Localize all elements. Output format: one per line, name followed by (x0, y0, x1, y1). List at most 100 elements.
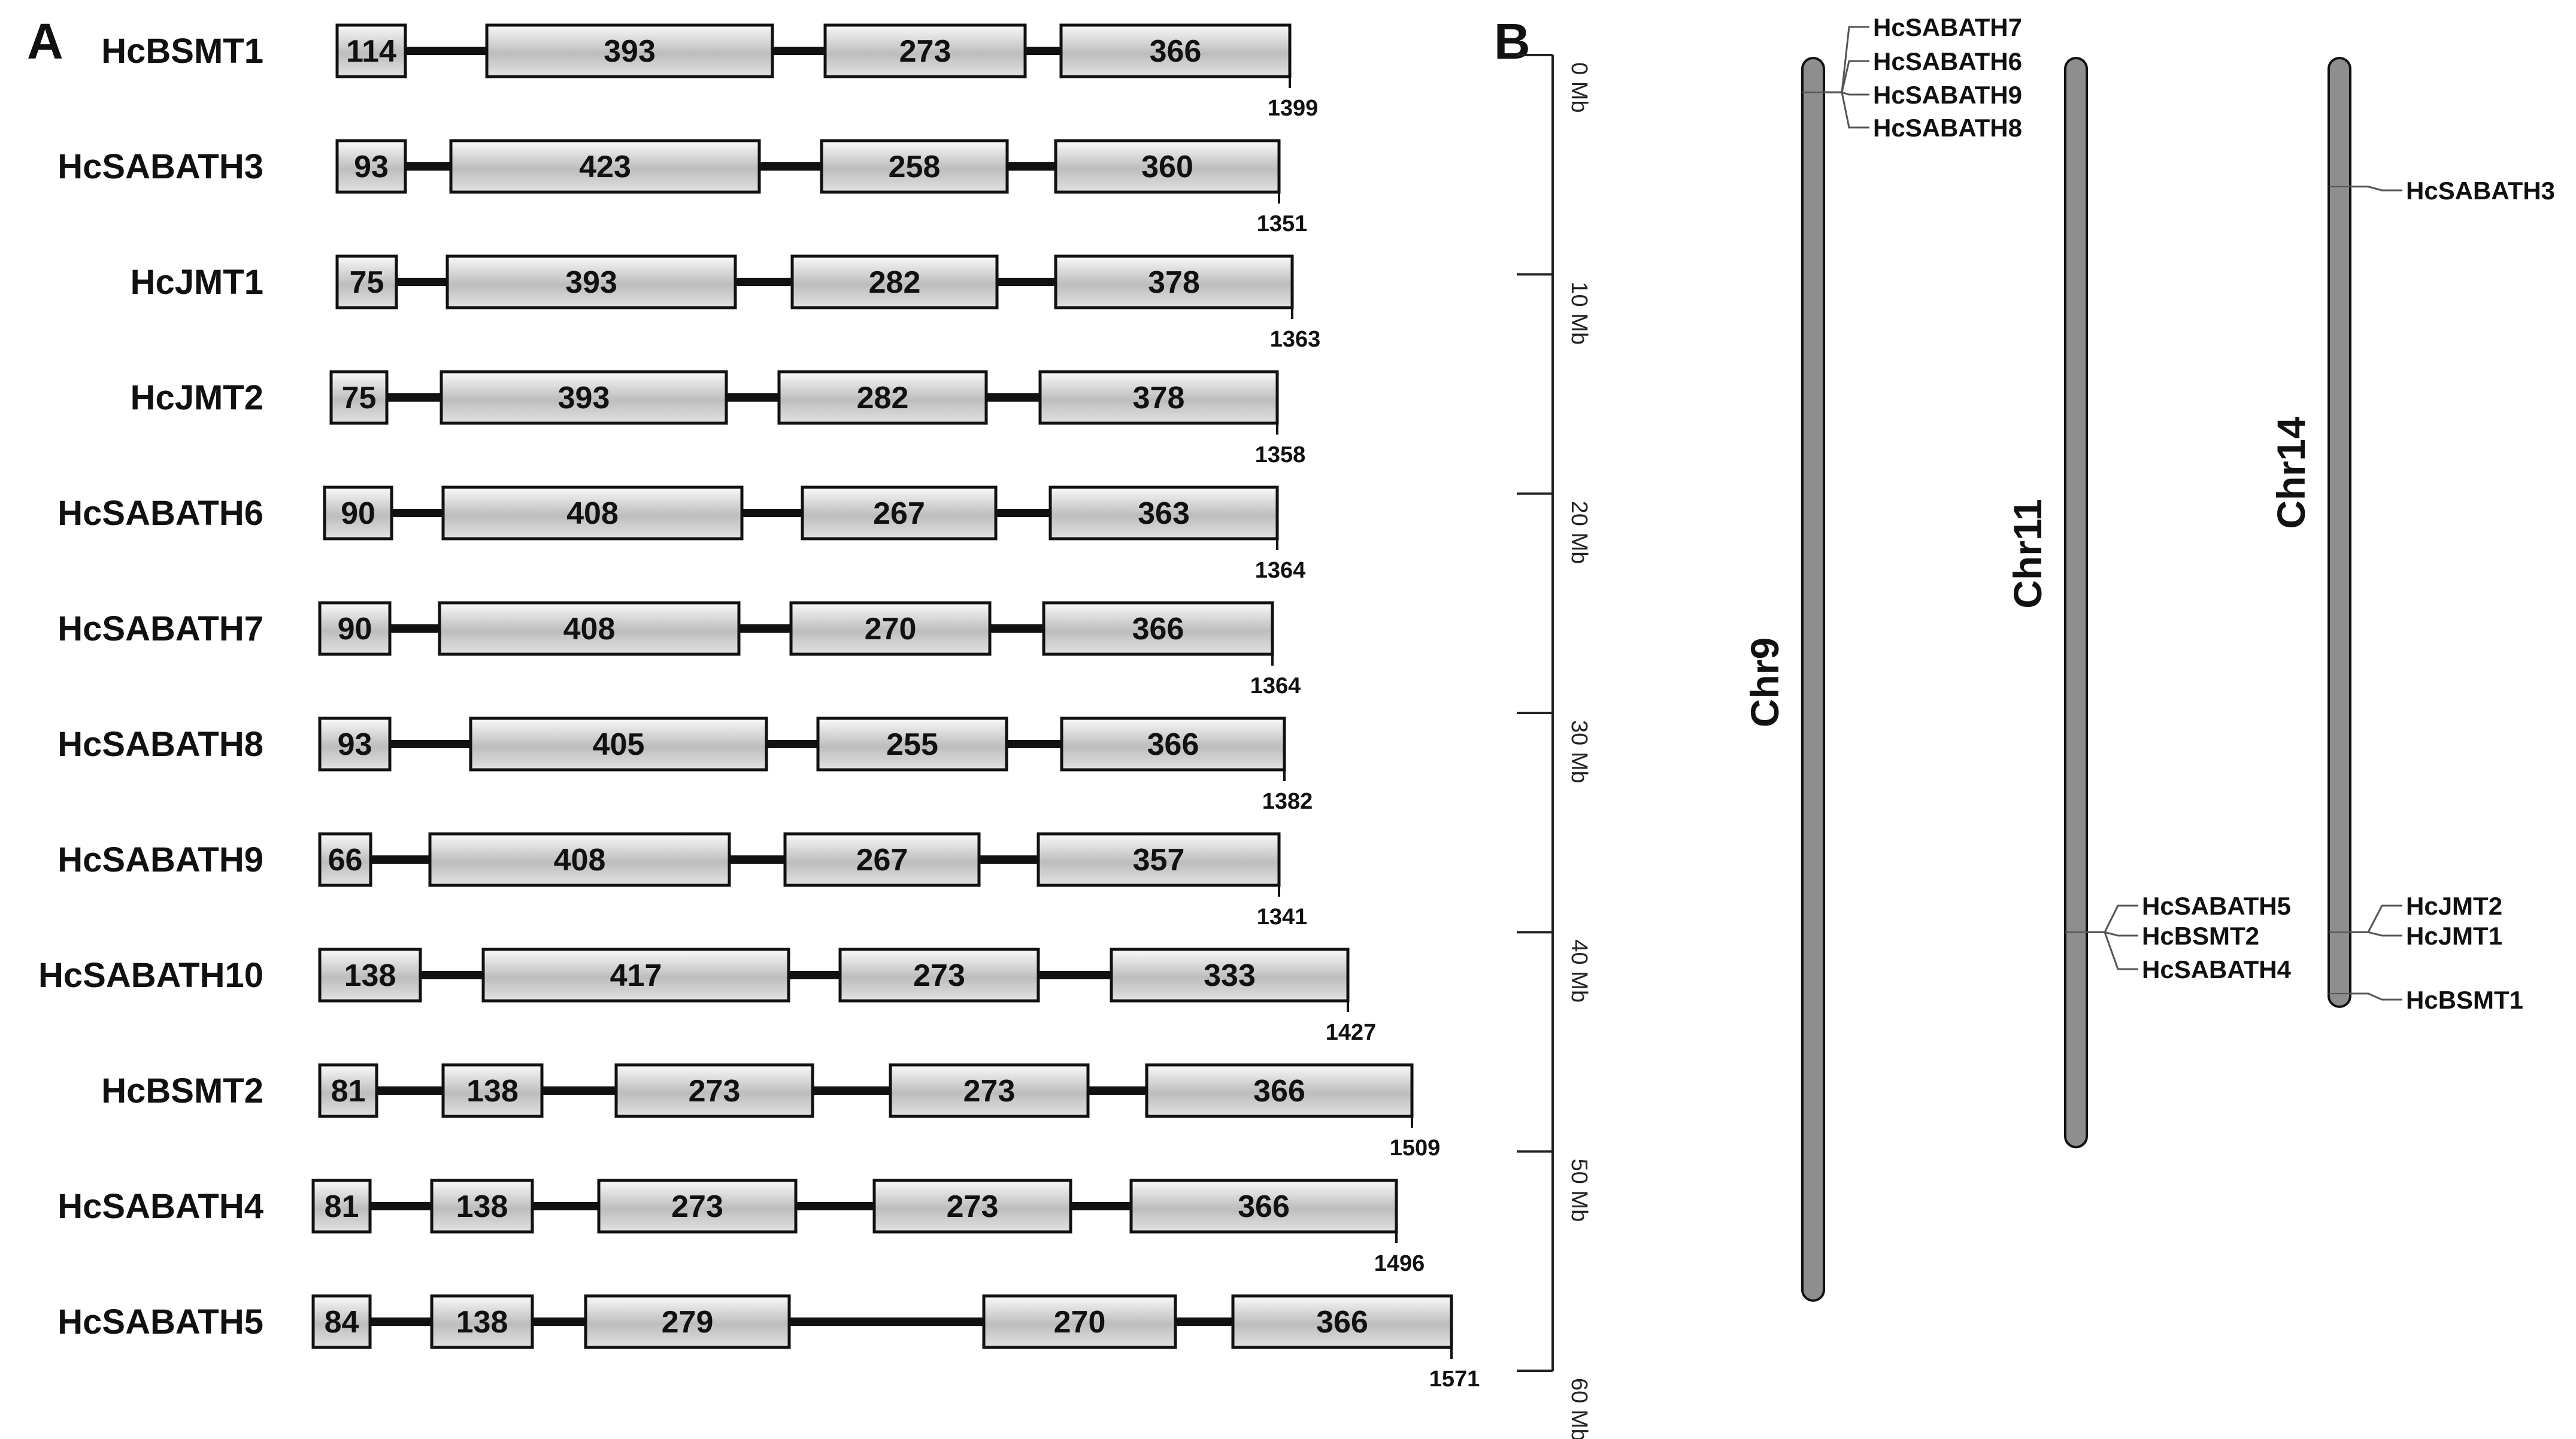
scale-tick-label: 60 Mb (1566, 1378, 1592, 1439)
gene-leader-line (1824, 60, 1869, 93)
exon-box (329, 370, 389, 425)
exon-length-label: 378 (1133, 381, 1185, 415)
exon-length-label: 93 (338, 727, 372, 762)
exon-length-label: 66 (328, 843, 363, 878)
gene-locus-label: HcSABATH3 (2406, 177, 2555, 205)
exon-box (1110, 948, 1350, 1003)
exon-box (318, 717, 392, 772)
gene-locus-label: HcSABATH6 (1873, 47, 2022, 75)
gene-name: HcBSMT1 (101, 32, 263, 71)
gene-name: HcSABATH7 (57, 609, 263, 648)
gene-leader-line (1824, 91, 1869, 129)
scale-tick-label: 0 Mb (1566, 62, 1592, 113)
exon-box (801, 485, 998, 541)
exon-length-label: 75 (350, 265, 384, 300)
exon-length-label: 270 (1054, 1305, 1106, 1340)
exon-length-label: 273 (671, 1189, 723, 1224)
chromosome-bar (2064, 57, 2088, 1149)
exon-length-label: 273 (963, 1074, 1016, 1109)
gene-name: HcSABATH3 (57, 147, 263, 186)
exon-length-label: 267 (856, 843, 908, 878)
exon-length-label: 138 (456, 1189, 508, 1224)
exon-box (318, 601, 392, 656)
panel-label-b: B (1494, 13, 1531, 69)
exon-box (838, 948, 1040, 1003)
gene-locus-label: HcBSMT2 (2142, 922, 2259, 950)
exon-box (783, 832, 981, 887)
gene-name: HcSABATH6 (57, 494, 263, 533)
exon-length-label: 366 (1238, 1189, 1290, 1224)
exon-length-label: 90 (338, 612, 372, 646)
total-length-label: 1364 (1255, 558, 1306, 583)
gene-leader-line (2087, 931, 2138, 970)
exon-box (446, 254, 737, 309)
exon-box (1054, 139, 1281, 194)
exon-box (1060, 717, 1286, 772)
exon-length-label: 393 (558, 381, 610, 415)
gene-name: HcJMT2 (131, 378, 263, 417)
gene-name: HcSABATH8 (57, 725, 263, 764)
total-length-label: 1509 (1390, 1136, 1441, 1161)
gene-locus-label: HcJMT1 (2406, 922, 2502, 950)
exon-box (335, 254, 398, 309)
exon-box (1042, 601, 1274, 656)
exon-length-label: 366 (1253, 1074, 1305, 1109)
exon-length-label: 393 (604, 34, 656, 69)
total-length-label: 1341 (1257, 904, 1308, 930)
exon-length-label: 423 (579, 150, 631, 184)
exon-box (469, 717, 768, 772)
exon-box (438, 601, 741, 656)
exon-length-label: 84 (325, 1305, 359, 1340)
gene-leader-line (1824, 26, 1869, 93)
exon-length-label: 273 (913, 958, 965, 993)
exon-box (1038, 370, 1279, 425)
exon-length-label: 282 (857, 381, 909, 415)
exon-box (982, 1294, 1177, 1349)
exon-box (820, 139, 1009, 194)
total-length-label: 1363 (1270, 327, 1321, 352)
exon-box (481, 948, 790, 1003)
exon-length-label: 138 (466, 1074, 519, 1109)
gene-locus-label: HcSABATH4 (2142, 955, 2292, 983)
gene-locus-label: HcSABATH5 (2142, 892, 2291, 920)
scale-tick-label: 20 Mb (1566, 501, 1592, 564)
exon-box (872, 1179, 1072, 1234)
exon-box (318, 1063, 378, 1118)
exon-length-label: 378 (1148, 265, 1200, 300)
exon-box (614, 1063, 814, 1118)
gene-leader-line (2087, 904, 2138, 933)
exon-box (1129, 1179, 1398, 1234)
exon-box (318, 832, 372, 887)
total-length-label: 1364 (1250, 673, 1301, 699)
exon-length-label: 273 (689, 1074, 741, 1109)
total-length-label: 1382 (1262, 789, 1313, 814)
scale-tick-label: 10 Mb (1566, 281, 1592, 345)
exon-length-label: 81 (331, 1074, 366, 1109)
exon-length-label: 366 (1147, 727, 1199, 762)
exon-box (311, 1179, 372, 1234)
exon-box (449, 139, 761, 194)
exon-length-label: 75 (342, 381, 377, 415)
total-length-label: 1399 (1268, 96, 1319, 121)
gene-name: HcSABATH9 (57, 840, 263, 879)
exon-length-label: 90 (341, 496, 375, 531)
exon-length-label: 366 (1150, 34, 1202, 69)
exon-box (430, 1179, 534, 1234)
intron-line (313, 1202, 1396, 1210)
scale-tick-label: 30 Mb (1566, 720, 1592, 784)
exon-length-label: 273 (947, 1189, 999, 1224)
exon-box (789, 601, 992, 656)
exon-length-label: 282 (869, 265, 921, 300)
gene-locus-label: HcJMT2 (2406, 892, 2502, 920)
